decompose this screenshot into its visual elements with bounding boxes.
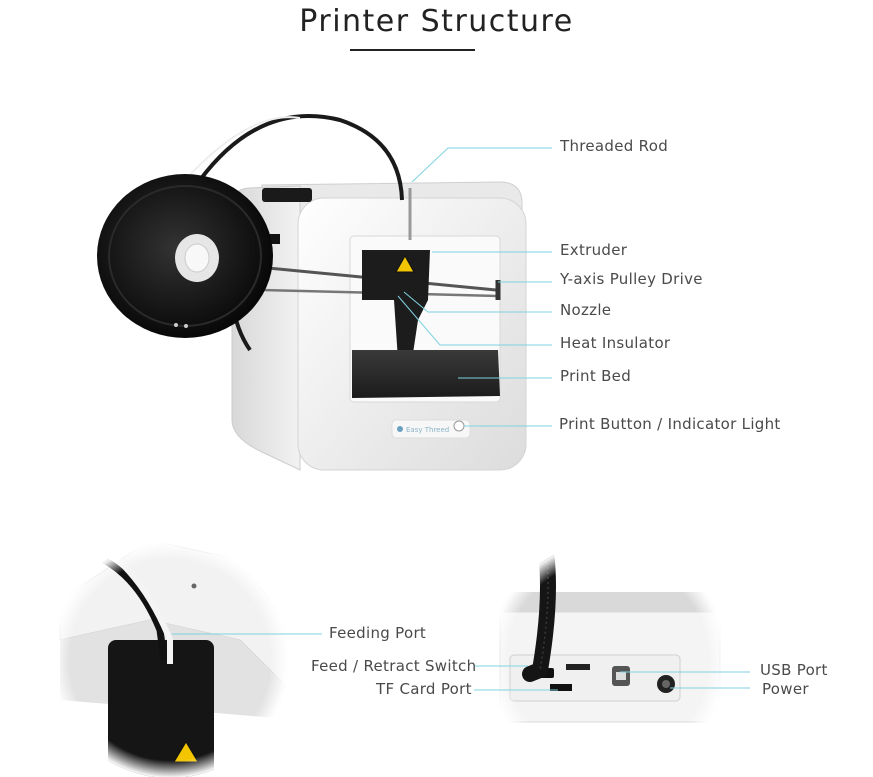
title-underline — [350, 49, 475, 51]
filament-loop-white — [184, 116, 301, 181]
warning-icon — [395, 254, 415, 273]
leader-heat-insulator — [397, 295, 552, 346]
label-extruder: Extruder — [560, 241, 628, 259]
filament-loop-black — [198, 114, 404, 201]
brand-text: Easy Threed — [406, 426, 449, 434]
label-threaded-rod: Threaded Rod — [560, 137, 669, 155]
main-leader-lines — [397, 147, 552, 427]
label-print-bed: Print Bed — [560, 367, 632, 385]
label-feeding-port: Feeding Port — [329, 624, 427, 642]
label-tf-card-port: TF Card Port — [376, 680, 472, 698]
extruder-block — [362, 250, 430, 360]
label-y-axis-pulley-drive: Y-axis Pulley Drive — [560, 270, 703, 288]
leader-nozzle — [403, 291, 552, 313]
page-title: Printer Structure — [299, 4, 574, 39]
print-button[interactable] — [453, 420, 465, 432]
print-bed — [352, 350, 500, 398]
label-nozzle: Nozzle — [560, 301, 612, 319]
leader-threaded-rod — [411, 147, 552, 183]
label-heat-insulator: Heat Insulator — [560, 334, 671, 352]
brand-logo-icon — [397, 426, 403, 432]
button-plate — [391, 419, 471, 439]
label-power: Power — [762, 680, 809, 698]
label-usb-port: USB Port — [760, 661, 828, 679]
feeding-port-detail — [52, 542, 288, 777]
label-print-button: Print Button / Indicator Light — [559, 415, 781, 433]
main-printer-illustration: Easy Threed — [97, 114, 527, 471]
detail-leader-lines — [172, 633, 750, 691]
spool-arm — [262, 188, 312, 202]
label-feed-retract-switch: Feed / Retract Switch — [311, 657, 477, 675]
ports-detail — [490, 542, 726, 777]
